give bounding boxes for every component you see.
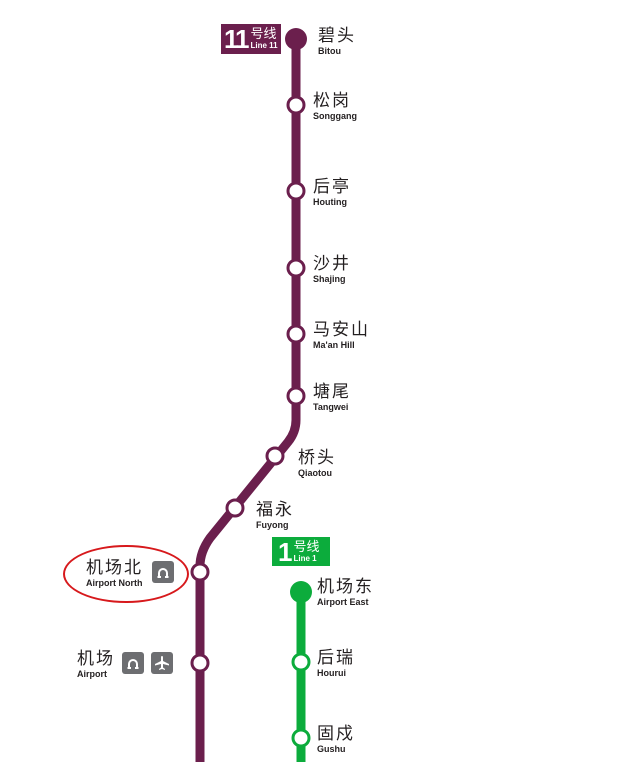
station-dot-airport[interactable] <box>190 653 210 673</box>
line11-track <box>195 38 301 762</box>
line1-cn: 号线 <box>293 539 320 555</box>
station-dot-qiaotou[interactable] <box>265 446 285 466</box>
railway-icon <box>152 561 174 583</box>
station-label-airport-north[interactable]: 机场北 Airport North <box>86 558 143 588</box>
station-dot-shajing[interactable] <box>286 258 306 278</box>
station-label-gushu[interactable]: 固戍 Gushu <box>317 724 355 754</box>
airplane-icon <box>151 652 173 674</box>
station-label-airport[interactable]: 机场 Airport <box>77 649 115 679</box>
station-label-hourui[interactable]: 后瑞 Hourui <box>317 648 355 678</box>
line11-badge: 11 号线 Line 11 <box>221 24 281 54</box>
line1-badge: 1 号线 Line 1 <box>272 537 330 566</box>
station-label-houting[interactable]: 后亭 Houting <box>313 177 351 207</box>
railway-icon <box>122 652 144 674</box>
station-dot-hourui[interactable] <box>291 652 311 672</box>
station-label-fuyong[interactable]: 福永 Fuyong <box>256 500 294 530</box>
station-dot-airport-east[interactable] <box>290 581 312 603</box>
line11-number: 11 <box>224 24 249 54</box>
station-dot-bitou[interactable] <box>285 28 307 50</box>
station-label-qiaotou[interactable]: 桥头 Qiaotou <box>298 448 336 478</box>
station-dot-fuyong[interactable] <box>225 498 245 518</box>
line11-en: Line 11 <box>250 41 278 50</box>
airport-north-highlight-ellipse <box>63 545 189 603</box>
line11-cn: 号线 <box>250 27 277 42</box>
station-label-bitou[interactable]: 碧头 Bitou <box>318 26 356 56</box>
station-dot-gushu[interactable] <box>291 728 311 748</box>
line1-number: 1 <box>278 536 293 567</box>
station-label-songgang[interactable]: 松岗 Songgang <box>313 91 357 121</box>
line1-en: Line 1 <box>293 553 317 563</box>
station-label-maanshan[interactable]: 马安山 Ma'an Hill <box>313 320 370 350</box>
station-dot-maanshan[interactable] <box>286 324 306 344</box>
station-label-tangwei[interactable]: 塘尾 Tangwei <box>313 382 351 412</box>
station-dot-songgang[interactable] <box>286 95 306 115</box>
station-dot-tangwei[interactable] <box>286 386 306 406</box>
station-label-shajing[interactable]: 沙井 Shajing <box>313 254 351 284</box>
station-label-airport-east[interactable]: 机场东 Airport East <box>317 577 374 607</box>
station-dot-houting[interactable] <box>286 181 306 201</box>
station-dot-airport-north[interactable] <box>190 562 210 582</box>
